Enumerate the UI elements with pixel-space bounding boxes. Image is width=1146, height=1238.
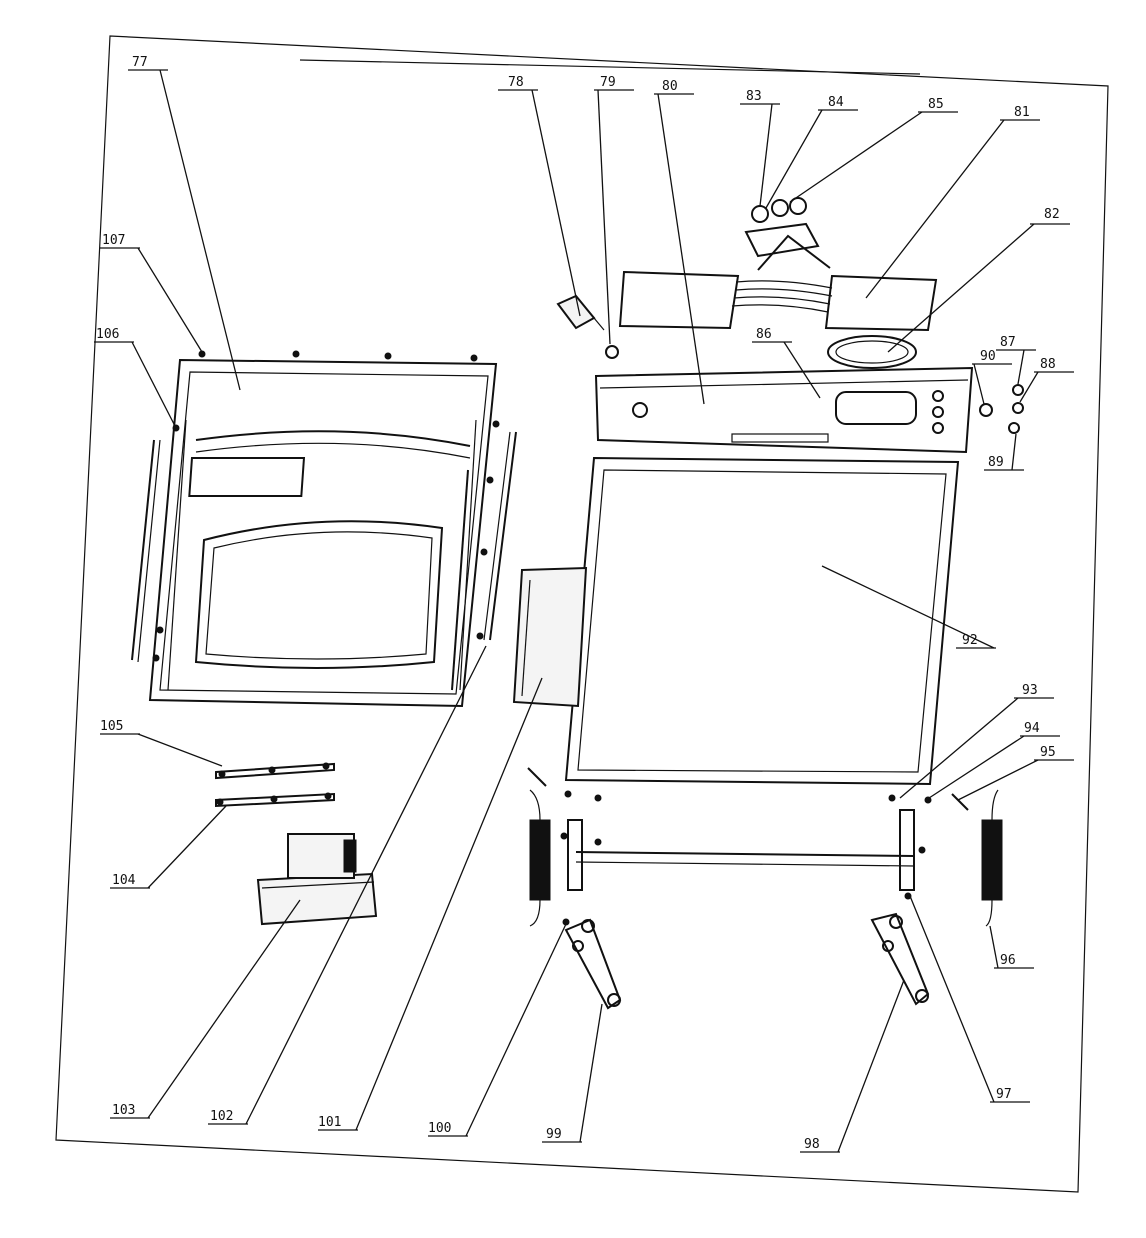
inner-door-panel [148, 358, 498, 708]
hinge-lever-98 [870, 912, 930, 1006]
label-92: 92 [962, 633, 978, 648]
hinge-spring-left [529, 789, 551, 927]
label-100: 100 [428, 1121, 451, 1136]
button-90 [979, 403, 993, 417]
button-87 [1012, 384, 1024, 396]
label-106: 106 [96, 327, 119, 342]
label-89: 89 [988, 455, 1004, 470]
label-94: 94 [1024, 721, 1040, 736]
label-95: 95 [1040, 745, 1056, 760]
door-screws-106-107 [152, 350, 500, 662]
spring-hook-left [527, 767, 547, 787]
display-window-82 [827, 335, 917, 369]
label-101: 101 [318, 1115, 341, 1130]
outer-door-panel-92 [564, 456, 960, 786]
hinge-arm-right-97 [888, 794, 932, 900]
button-88 [1012, 402, 1024, 414]
top-rule [299, 59, 921, 75]
control-panel-80 [594, 366, 974, 454]
label-99: 99 [546, 1127, 562, 1142]
label-81: 81 [1014, 105, 1030, 120]
door-side-trim-right [483, 431, 517, 641]
label-104: 104 [112, 873, 136, 888]
latch-bracket-104 [215, 792, 335, 808]
button-89 [1008, 422, 1020, 434]
label-98: 98 [804, 1137, 820, 1152]
label-103: 103 [112, 1103, 135, 1118]
label-107: 107 [102, 233, 125, 248]
indicator-lamp-79 [605, 345, 619, 359]
label-86: 86 [756, 327, 772, 342]
door-seal-101 [512, 566, 588, 708]
latch-bracket-105 [215, 762, 335, 780]
label-102: 102 [210, 1109, 233, 1124]
hinge-rod [575, 851, 915, 867]
label-97: 97 [996, 1087, 1012, 1102]
label-87: 87 [1000, 335, 1016, 350]
label-80: 80 [662, 79, 678, 94]
label-105: 105 [100, 719, 123, 734]
door-side-trim-left [131, 439, 161, 663]
label-82: 82 [1044, 207, 1060, 222]
label-77: 77 [132, 55, 148, 70]
hinge-spring-right-96 [981, 789, 1003, 927]
door-switch-102 [287, 833, 357, 879]
label-78: 78 [508, 75, 524, 90]
leader-lines [94, 69, 1074, 1153]
label-96: 96 [1000, 953, 1016, 968]
selector-knobs-83-85 [744, 197, 831, 271]
label-85: 85 [928, 97, 944, 112]
hinge-lever-99 [564, 918, 622, 1010]
label-84: 84 [828, 95, 844, 110]
label-79: 79 [600, 75, 616, 90]
sheet-border [55, 35, 1109, 1193]
label-83: 83 [746, 89, 762, 104]
spring-hook-95 [951, 793, 969, 811]
control-board-81 [618, 270, 938, 332]
label-90: 90 [980, 349, 996, 364]
power-connector-78 [556, 294, 605, 331]
hinge-arm-left [560, 790, 602, 891]
label-88: 88 [1040, 357, 1056, 372]
label-93: 93 [1022, 683, 1038, 698]
